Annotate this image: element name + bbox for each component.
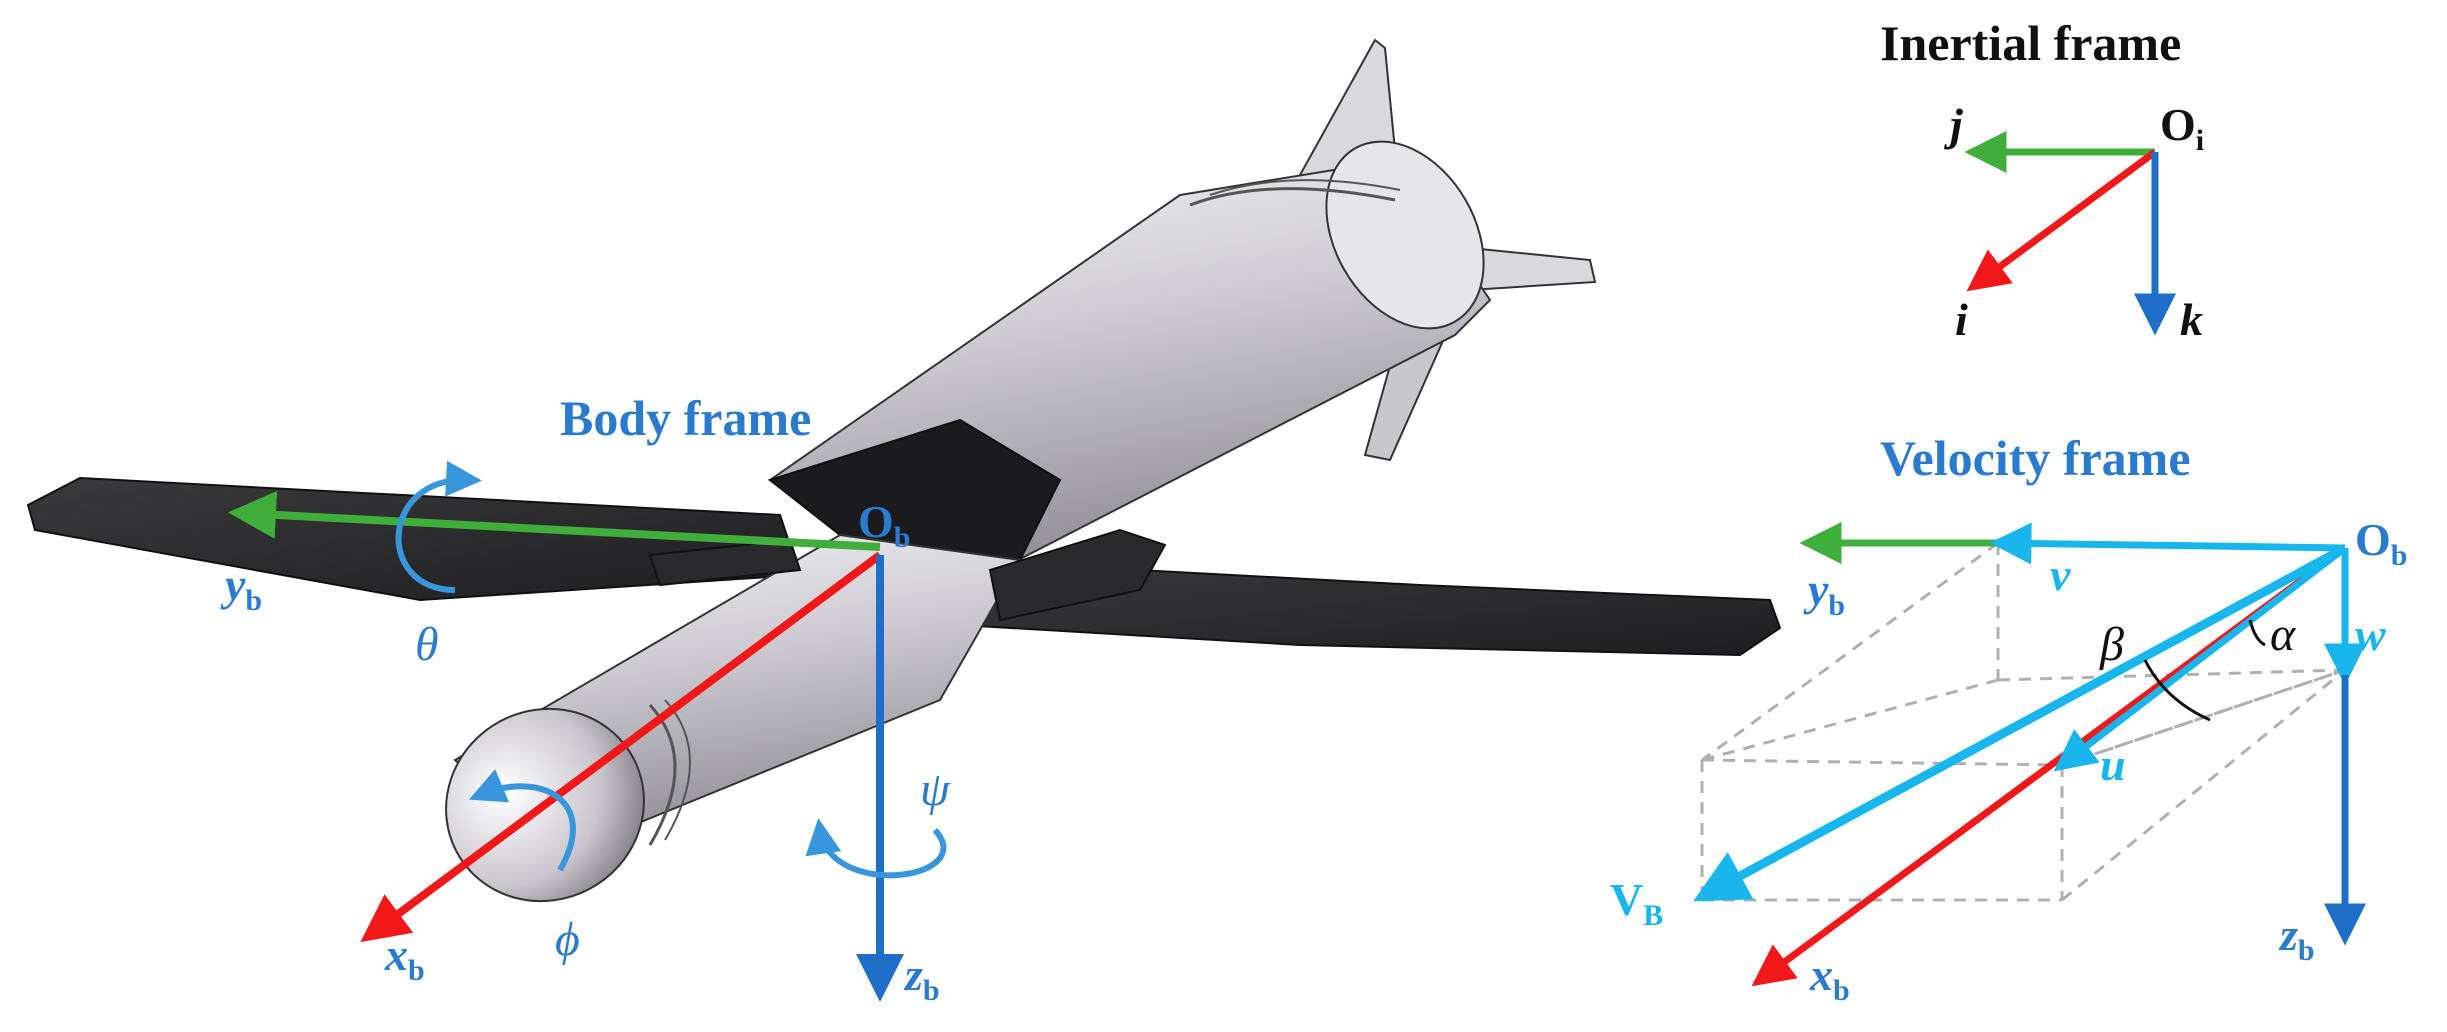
pitch-rotation-arrow [395, 460, 482, 593]
missile-body-drawing [26, 38, 1782, 903]
velocity-u-label: u [2100, 739, 2126, 790]
velocity-frame-title: Velocity frame [1880, 430, 2191, 486]
velocity-z-label: zb [2278, 909, 2315, 967]
yaw-rotation-arrow [805, 818, 947, 879]
beta-angle-arc [2143, 659, 2211, 722]
velocity-x-label: xb [1809, 949, 1850, 1007]
alpha-angle-label: α [2270, 608, 2296, 661]
body-frame-title: Body frame [560, 390, 811, 446]
inertial-frame-axes [1964, 131, 2176, 336]
beta-angle-label: β [2099, 618, 2124, 671]
velocity-frame-axes [1693, 522, 2366, 987]
inertial-k-label: k [2180, 294, 2203, 345]
inertial-j-label: j [1943, 99, 1963, 150]
velocity-w-label: w [2355, 609, 2386, 660]
pitch-angle-label: θ [415, 618, 439, 671]
body-y-axis [228, 490, 881, 551]
inertial-frame-title: Inertial frame [1880, 15, 2181, 71]
body-origin-label: Ob [858, 496, 910, 554]
inertial-i-axis [1966, 149, 2158, 292]
velocity-v-label: v [2050, 549, 2071, 600]
velocity-v-component [1989, 522, 2346, 565]
body-frame-axes [228, 460, 947, 1002]
body-z-label: zb [903, 949, 940, 1007]
body-x-label: xb [384, 929, 425, 987]
velocity-vb-label: VB [1610, 874, 1663, 932]
inertial-origin-label: Oi [2160, 99, 2204, 157]
body-x-axis [360, 551, 883, 943]
velocity-y-label: yb [1803, 564, 1845, 622]
body-y-label: yb [220, 559, 262, 617]
roll-angle-label: ϕ [555, 913, 580, 966]
roll-rotation-arrow [468, 769, 576, 872]
velocity-vector-vb [1693, 544, 2348, 902]
velocity-origin-label: Ob [2355, 514, 2407, 572]
yaw-angle-label: ψ [920, 763, 951, 816]
inertial-i-label: i [1955, 294, 1968, 345]
velocity-u-component [2053, 545, 2348, 772]
alpha-angle-arc [2248, 619, 2266, 647]
